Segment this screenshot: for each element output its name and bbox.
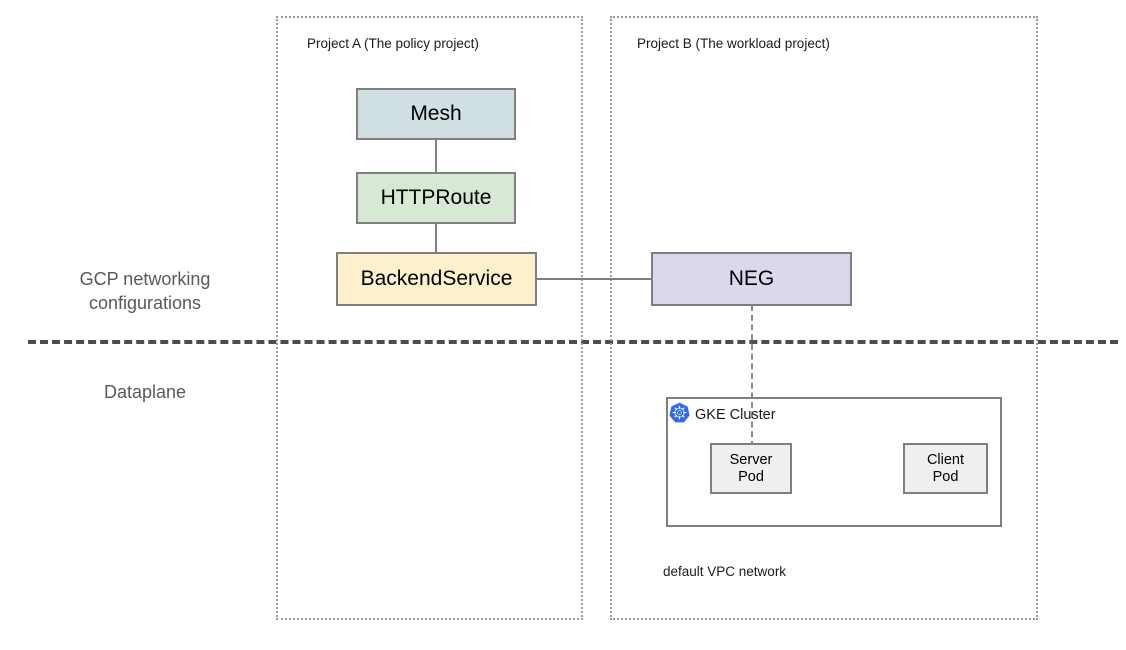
node-backendservice[interactable]: BackendService (336, 252, 537, 306)
project-a-container (276, 16, 583, 620)
node-mesh[interactable]: Mesh (356, 88, 516, 140)
plane-label-control: GCP networking configurations (79, 269, 211, 313)
connector-backendservice-neg (536, 278, 651, 280)
gke-cluster-label: GKE Cluster (695, 406, 776, 423)
project-b-container (610, 16, 1038, 620)
connector-neg-server-pod (751, 305, 753, 447)
gke-cluster-title: GKE Cluster (669, 402, 776, 427)
node-httproute[interactable]: HTTPRoute (356, 172, 516, 224)
kubernetes-icon (669, 402, 690, 427)
plane-divider (28, 340, 1118, 344)
node-server-pod[interactable]: Server Pod (710, 443, 792, 494)
project-b-label: Project B (The workload project) (637, 36, 830, 51)
connector-httproute-backendservice (435, 223, 437, 253)
node-client-pod[interactable]: Client Pod (903, 443, 988, 494)
node-neg[interactable]: NEG (651, 252, 852, 306)
gke-cluster-container (666, 397, 1002, 527)
connector-mesh-httproute (435, 139, 437, 173)
project-a-label: Project A (The policy project) (307, 36, 479, 51)
vpc-network-label: default VPC network (663, 564, 787, 579)
plane-label-dataplane: Dataplane (103, 382, 187, 402)
